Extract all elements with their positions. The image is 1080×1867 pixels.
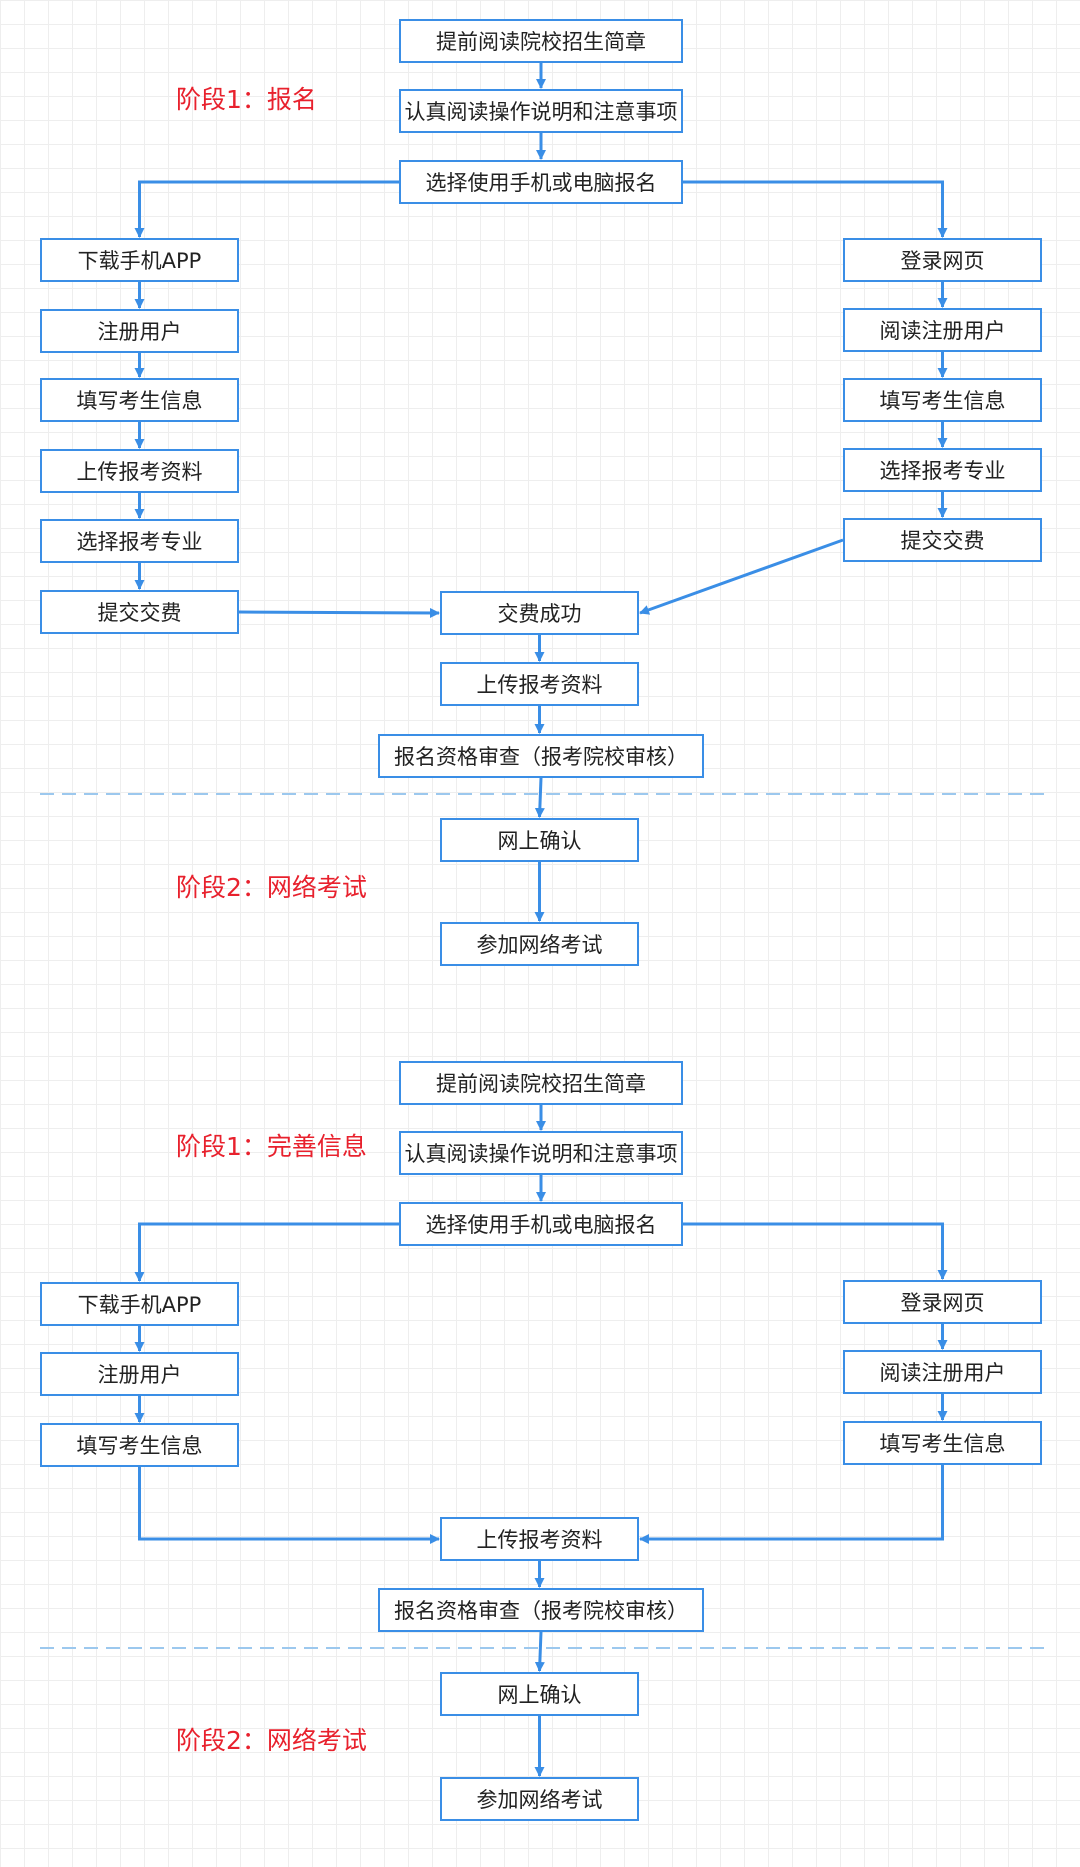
arrow-to-mobile — [134, 180, 399, 238]
web-step-4: 选择报考专业 — [843, 448, 1042, 492]
merge-step-3: 报名资格审查（报考院校审核） — [378, 734, 704, 778]
web-step-3: 填写考生信息 — [843, 378, 1042, 422]
mobile-step-2: 注册用户 — [40, 309, 239, 353]
merge-step-1: 交费成功 — [440, 591, 639, 635]
mobile-step-3: 填写考生信息 — [40, 378, 239, 422]
mobile-step-5: 选择报考专业 — [40, 519, 239, 563]
mobile-step-1: 下载手机APP — [40, 1282, 239, 1326]
top-step-2: 认真阅读操作说明和注意事项 — [399, 1131, 683, 1175]
stage-1-label: 阶段1：报名 — [176, 85, 317, 114]
web-step-2: 阅读注册用户 — [843, 1350, 1042, 1394]
top-step-1: 提前阅读院校招生简章 — [399, 19, 683, 63]
merge-step-1: 上传报考资料 — [440, 1517, 639, 1561]
exam-step-1: 网上确认 — [440, 818, 639, 862]
web-step-5: 提交交费 — [843, 518, 1042, 562]
stage-2-label: 阶段2：网络考试 — [176, 873, 367, 902]
merge-step-2: 上传报考资料 — [440, 662, 639, 706]
web-step-1: 登录网页 — [843, 238, 1042, 282]
arrow-web-merge — [639, 1465, 944, 1544]
arrow-web-merge — [639, 538, 844, 615]
mobile-step-6: 提交交费 — [40, 590, 239, 634]
mobile-step-2: 注册用户 — [40, 1352, 239, 1396]
mobile-step-4: 上传报考资料 — [40, 449, 239, 493]
top-step-1: 提前阅读院校招生简章 — [399, 1061, 683, 1105]
exam-step-2: 参加网络考试 — [440, 1777, 639, 1821]
arrow-mobile-merge — [138, 1467, 440, 1544]
arrow-to-exam — [534, 777, 545, 818]
exam-step-2: 参加网络考试 — [440, 922, 639, 966]
web-step-1: 登录网页 — [843, 1280, 1042, 1324]
arrow-to-web — [683, 180, 948, 238]
web-step-3: 填写考生信息 — [843, 1421, 1042, 1465]
arrow-to-exam — [534, 1631, 545, 1672]
top-step-3: 选择使用手机或电脑报名 — [399, 160, 683, 204]
mobile-step-3: 填写考生信息 — [40, 1423, 239, 1467]
merge-step-2: 报名资格审查（报考院校审核） — [378, 1588, 704, 1632]
top-step-3: 选择使用手机或电脑报名 — [399, 1202, 683, 1246]
exam-step-1: 网上确认 — [440, 1672, 639, 1716]
top-step-2: 认真阅读操作说明和注意事项 — [399, 89, 683, 133]
arrow-to-web — [683, 1222, 948, 1280]
web-step-2: 阅读注册用户 — [843, 308, 1042, 352]
arrow-mobile-merge — [238, 607, 440, 618]
stage-2-label: 阶段2：网络考试 — [176, 1726, 367, 1755]
arrow-to-mobile — [134, 1222, 399, 1282]
stage-1-label: 阶段1：完善信息 — [176, 1132, 367, 1161]
mobile-step-1: 下载手机APP — [40, 238, 239, 282]
